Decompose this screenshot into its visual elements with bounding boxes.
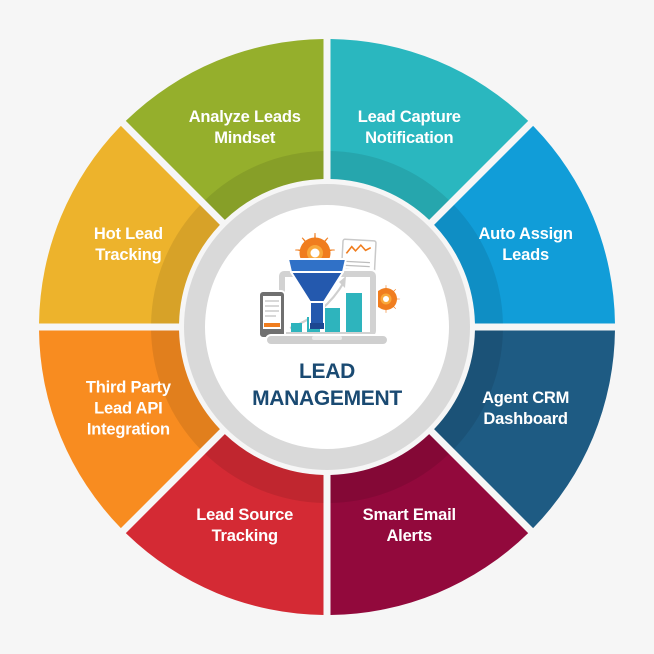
center-title-line1: LEAD [299,360,355,383]
segment-inner-shadow [205,434,324,503]
lead-funnel-illustration [258,231,402,346]
phone-icon [258,290,286,339]
phone-highlight-bar [264,323,280,327]
segment-lead-capture-notification [330,39,529,220]
segment-inner-shadow [330,434,449,503]
segment-inner-shadow [205,151,324,220]
wheel-segments [39,39,615,615]
segment-analyze-leads-mindset [125,39,324,220]
segment-hot-lead-tracking [39,125,220,324]
segment-inner-shadow [151,205,220,324]
segment-third-party-lead-api-integration [39,330,220,529]
segment-inner-shadow [434,205,503,324]
segment-inner-shadow [434,330,503,449]
center-title: LEAD MANAGEMENT [252,358,402,412]
zigzag-chart-icon [345,243,372,254]
segment-agent-crm-dashboard [434,330,615,529]
funnel-icon [287,258,347,329]
segment-lead-source-tracking [125,434,324,615]
center-title-line2: MANAGEMENT [252,387,402,410]
segment-inner-shadow [330,151,449,220]
arrowhead-icon [339,276,346,288]
phone-screen-lines [265,300,279,317]
segment-smart-email-alerts [330,434,529,615]
segment-inner-shadow [151,330,220,449]
laptop-base [265,334,389,346]
segment-auto-assign-leads [434,125,615,324]
